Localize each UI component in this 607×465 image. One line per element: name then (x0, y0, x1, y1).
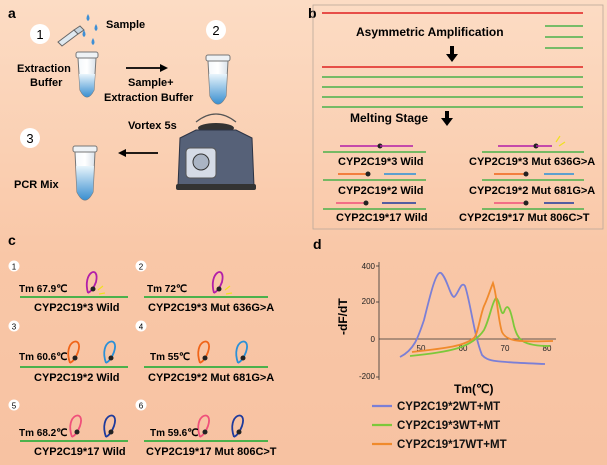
tube-sample-mix-icon (205, 54, 231, 105)
panel-label-c: c (8, 232, 16, 248)
pipette-icon (57, 25, 85, 47)
arrow-left-icon (118, 149, 158, 157)
panel-d: 400 200 0 -200 50 60 70 80 -dF/dT Tm(℃) … (336, 262, 556, 451)
probe-cyp17-wild (323, 200, 426, 210)
panel-label-d: d (313, 236, 322, 252)
hairpin-probe (67, 340, 80, 364)
probe-name-2: CYP2C19*3 Mut 636G>A (148, 302, 274, 314)
tm-value-3: Tm 60.6℃ (19, 352, 67, 363)
probe-cyp3-mut (482, 135, 584, 153)
step-circle-2 (206, 20, 226, 40)
probe-cyp2-mut (482, 171, 584, 181)
panel-b: Asymmetric Amplification Melting Stage C… (322, 12, 595, 224)
step-circle-1 (30, 24, 50, 44)
probe-label-2: CYP2C19*3 Mut 636G>A (469, 156, 595, 168)
hairpin-probe (103, 414, 116, 438)
item-number-3: 3 (12, 323, 17, 332)
hairpin-item-3: 3 Tm 60.6℃ CYP2C19*2 Wild (8, 320, 128, 384)
probe-label-6: CYP2C19*17 Mut 806C>T (459, 212, 590, 224)
y-tick-200: 200 (362, 297, 376, 306)
tm-value-5: Tm 68.2℃ (19, 428, 67, 439)
hairpin-probe (197, 340, 210, 364)
hairpin-item-6: 6 Tm 59.6℃ CYP2C19*17 Mut 806C>T (135, 399, 277, 458)
hairpin-probe (85, 271, 98, 294)
item-number-5: 5 (12, 402, 17, 411)
panel-b-frame (312, 4, 604, 230)
probe-cyp2-wild (323, 171, 426, 181)
tube-pcr-mix-icon (72, 145, 98, 201)
probe-label-3: CYP2C19*2 Wild (338, 185, 424, 197)
hairpin-probe (69, 414, 82, 438)
probe-name-6: CYP2C19*17 Mut 806C>T (146, 446, 277, 458)
probe-name-3: CYP2C19*2 Wild (34, 372, 120, 384)
step-circle-3 (20, 128, 40, 148)
probe-label-1: CYP2C19*3 Wild (338, 156, 424, 168)
x-tick-60: 60 (459, 344, 468, 353)
sample-drops-icon (82, 14, 98, 45)
asymmetric-amplification-label: Asymmetric Amplification (356, 25, 504, 39)
panel-label-b: b (308, 5, 317, 21)
step-number-2: 2 (212, 23, 219, 38)
sample-label: Sample (106, 19, 145, 31)
pcr-mix-label: PCR Mix (14, 179, 60, 191)
hairpin-probe (103, 340, 116, 364)
curve-cyp2 (399, 272, 546, 365)
panel-a: 1 2 3 Sample Extraction Buffer (14, 14, 256, 201)
legend-label-1: CYP2C19*2WT+MT (397, 401, 500, 413)
probe-cyp3-wild (323, 143, 426, 153)
x-tick-80: 80 (543, 344, 552, 353)
hairpin-probe (197, 414, 210, 438)
probe-label-5: CYP2C19*17 Wild (336, 212, 428, 224)
tm-value-6: Tm 59.6℃ (150, 428, 198, 439)
item-number-1: 1 (12, 263, 17, 272)
vortex-mixer-icon (176, 113, 256, 190)
legend-label-3: CYP2C19*17WT+MT (397, 439, 507, 451)
tm-value-2: Tm 72℃ (147, 284, 187, 295)
melting-stage-label: Melting Stage (350, 111, 428, 125)
y-tick-neg200: -200 (359, 372, 376, 381)
item-number-4: 4 (139, 323, 144, 332)
hairpin-probe (235, 340, 248, 364)
y-axis-label: -dF/dT (336, 298, 350, 335)
down-arrow-icon-2 (441, 111, 453, 126)
panel-label-a: a (8, 5, 16, 21)
y-tick-400: 400 (362, 262, 376, 271)
panel-c: 1 Tm 67.9℃ CYP2C19*3 Wild 2 Tm 72℃ CYP2C… (8, 260, 277, 458)
vortex-label: Vortex 5s (128, 120, 177, 132)
extraction-buffer-label: Extraction Buffer (104, 92, 194, 104)
sample-plus-label: Sample+ (128, 77, 174, 89)
item-number-6: 6 (139, 402, 144, 411)
step-number-1: 1 (36, 27, 43, 42)
y-tick-0: 0 (371, 335, 376, 344)
curve-cyp17 (411, 280, 554, 353)
step-number-3: 3 (26, 131, 33, 146)
tube-extraction-buffer-icon (75, 51, 99, 98)
x-tick-70: 70 (501, 344, 510, 353)
hairpin-item-2: 2 Tm 72℃ CYP2C19*3 Mut 636G>A (135, 260, 274, 314)
tm-value-1: Tm 67.9℃ (19, 284, 67, 295)
probe-label-4: CYP2C19*2 Mut 681G>A (469, 185, 595, 197)
tm-value-4: Tm 55℃ (150, 352, 190, 363)
down-arrow-icon-1 (446, 46, 458, 62)
probe-name-5: CYP2C19*17 Wild (34, 446, 126, 458)
hairpin-item-1: 1 Tm 67.9℃ CYP2C19*3 Wild (8, 260, 128, 314)
x-tick-50: 50 (417, 344, 426, 353)
hairpin-probe (211, 271, 224, 294)
hairpin-item-5: 5 Tm 68.2℃ CYP2C19*17 Wild (8, 399, 128, 458)
x-axis-label: Tm(℃) (454, 382, 493, 396)
item-number-2: 2 (139, 263, 144, 272)
extraction-label-2: Buffer (30, 77, 63, 89)
hairpin-item-4: 4 Tm 55℃ CYP2C19*2 Mut 681G>A (135, 320, 274, 384)
curve-cyp3 (409, 296, 551, 357)
hairpin-probe (231, 414, 244, 438)
probe-name-1: CYP2C19*3 Wild (34, 302, 120, 314)
legend-label-2: CYP2C19*3WT+MT (397, 420, 500, 432)
probe-name-4: CYP2C19*2 Mut 681G>A (148, 372, 274, 384)
arrow-right-icon (126, 64, 168, 72)
extraction-label-1: Extraction (17, 63, 71, 75)
probe-cyp17-mut (482, 200, 584, 210)
